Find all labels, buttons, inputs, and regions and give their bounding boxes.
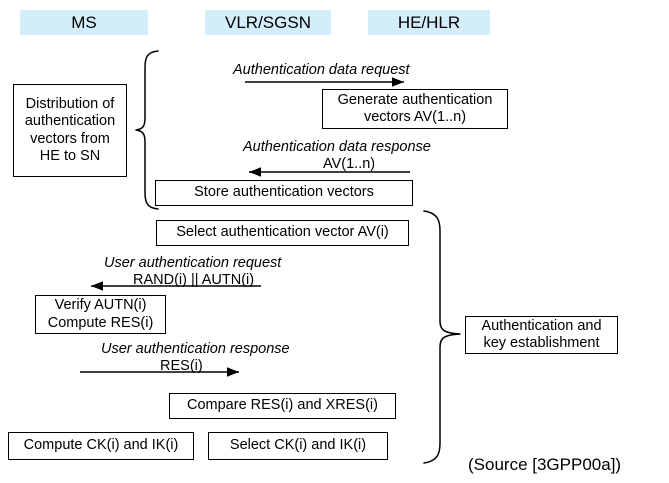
lane-header-ms: MS [20, 10, 148, 35]
source-note: (Source [3GPP00a]) [468, 455, 622, 474]
action-select-ck-ik-line-1: Select CK(i) and IK(i) [229, 437, 367, 454]
action-box-select-av: Select authentication vector AV(i) [156, 220, 409, 246]
action-select-av-line-1: Select authentication vector AV(i) [176, 224, 389, 241]
action-compare-res-line-1: Compare RES(i) and XRES(i) [187, 397, 378, 414]
message-sublabel-user-auth-request: RAND(i) || AUTN(i) [133, 272, 255, 288]
phase-label-auth-key-establishment: Authentication and key establishment [465, 316, 618, 354]
action-box-compare-res: Compare RES(i) and XRES(i) [169, 393, 396, 419]
phase-label-distribution: Distribution of authentication vectors f… [13, 84, 127, 177]
phase-distribution-line-1: Distribution of [25, 95, 115, 112]
message-sublabel-user-auth-response: RES(i) [160, 358, 203, 374]
action-verify-autn-line-2: Compute RES(i) [47, 314, 154, 331]
phase-distribution-line-3: vectors from [30, 130, 110, 147]
brace-auth-key-establishment [423, 210, 461, 464]
action-generate-av-line-1: Generate authentication [337, 91, 493, 108]
action-box-compute-ck-ik: Compute CK(i) and IK(i) [8, 432, 194, 460]
action-box-generate-av: Generate authentication vectors AV(1..n) [322, 89, 508, 129]
phase-auth-key-line-1: Authentication and [481, 317, 602, 334]
action-store-av-line-1: Store authentication vectors [194, 184, 374, 201]
phase-auth-key-line-2: key establishment [483, 335, 600, 351]
phase-distribution-line-4: HE to SN [39, 148, 101, 164]
message-label-auth-data-response: Authentication data response [243, 139, 431, 155]
action-compute-ck-ik-line-1: Compute CK(i) and IK(i) [23, 437, 179, 454]
action-verify-autn-line-1: Verify AUTN(i) [54, 297, 147, 313]
message-label-auth-data-request: Authentication data request [233, 62, 410, 78]
lane-header-vlr-sgsn: VLR/SGSN [205, 10, 331, 35]
action-box-store-av: Store authentication vectors [155, 180, 413, 206]
action-generate-av-line-2: vectors AV(1..n) [363, 109, 467, 125]
message-label-user-auth-request: User authentication request [104, 255, 282, 271]
action-box-select-ck-ik: Select CK(i) and IK(i) [208, 432, 388, 460]
action-box-verify-autn: Verify AUTN(i) Compute RES(i) [35, 295, 166, 334]
phase-distribution-line-2: authentication [24, 113, 116, 129]
message-sublabel-auth-data-response: AV(1..n) [323, 156, 376, 172]
lane-header-he-hlr: HE/HLR [368, 10, 490, 35]
message-label-user-auth-response: User authentication response [101, 341, 290, 357]
